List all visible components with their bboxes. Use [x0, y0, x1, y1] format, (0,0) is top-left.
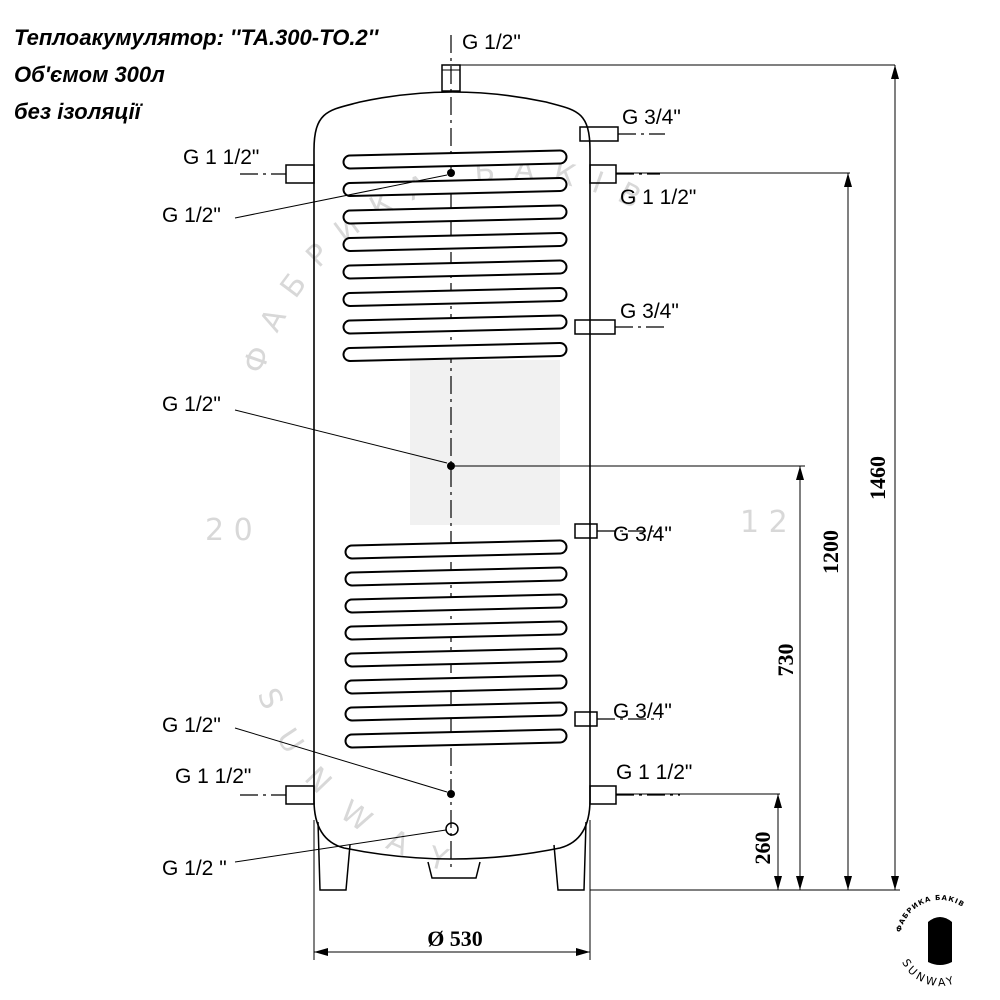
- upper-coil-tube-inner: [344, 316, 566, 333]
- upper-coil-tube-inner: [344, 344, 566, 360]
- dim-label-730: 730: [773, 644, 798, 677]
- tank-body: [313, 91, 591, 860]
- title-product: Теплоакумулятор: ''ТА.300-ТО.2'': [14, 25, 379, 50]
- watermark-tank-silhouette: [410, 360, 560, 525]
- logo-tank-icon: [928, 917, 952, 965]
- upper-coil-tube-inner: [344, 179, 566, 195]
- title-insulation: без ізоляції: [14, 99, 141, 124]
- dim-total-height: [891, 65, 899, 890]
- lower-right-port: [589, 785, 680, 805]
- title-volume: Об'ємом 300л: [14, 62, 165, 87]
- lower-coil-outlet: [574, 711, 660, 727]
- brand-logo: ФАБРИКА БАКІВ SUNWAY: [895, 894, 965, 990]
- label-lower-left-port: G 1 1/2": [175, 765, 251, 788]
- lower-coil-tube-inner: [346, 595, 566, 612]
- lower-heat-exchanger-coil: [344, 539, 568, 749]
- watermark-year-left: 2 0: [205, 513, 253, 548]
- lower-left-port: [240, 785, 315, 805]
- lower-coil-tube-inner: [346, 703, 566, 720]
- upper-coil-inlet: [579, 126, 665, 142]
- dim-label-1200: 1200: [818, 530, 843, 574]
- label-upper-coil-in: G 3/4": [622, 106, 681, 129]
- dim-lower-port-height: [774, 794, 782, 890]
- dim-middle-height: [796, 466, 804, 890]
- upper-coil-tube-inner: [344, 151, 566, 168]
- dim-upper-port-height: [844, 173, 852, 890]
- lower-sensor-point: [234, 727, 455, 798]
- upper-coil-tube-inner: [344, 234, 566, 250]
- lower-coil-tube-inner: [346, 568, 566, 585]
- label-lower-right-port: G 1 1/2": [616, 761, 692, 784]
- dim-diameter: [313, 820, 591, 960]
- upper-coil-tube-inner: [344, 261, 566, 278]
- upper-left-port: [240, 164, 315, 184]
- upper-coil-tube-inner: [344, 206, 566, 223]
- drain-point: [234, 822, 459, 863]
- upper-coil-outlet: [574, 319, 665, 335]
- upper-right-port: [589, 164, 660, 184]
- label-top-outlet: G 1/2": [462, 31, 521, 54]
- label-upper-left-port: G 1 1/2": [183, 146, 259, 169]
- middle-sensor-point: [234, 409, 805, 470]
- lower-coil-tube-inner: [346, 622, 566, 639]
- lower-coil-tube-inner: [346, 649, 566, 666]
- upper-heat-exchanger-coil: [342, 149, 568, 362]
- label-upper-right-port: G 1 1/2": [620, 186, 696, 209]
- label-upper-sensor: G 1/2": [162, 204, 221, 227]
- dim-label-260: 260: [750, 832, 775, 865]
- upper-coil-tube-inner: [344, 289, 566, 305]
- watermark-year-right: 1 2: [740, 505, 788, 540]
- lower-coil-inlet: [574, 523, 660, 539]
- label-upper-coil-out: G 3/4": [620, 300, 679, 323]
- label-drain: G 1/2 ": [162, 857, 227, 880]
- tank-legs: [317, 821, 587, 891]
- lower-coil-tube-inner: [346, 676, 566, 693]
- dim-label-total: 1460: [865, 456, 890, 500]
- label-lower-sensor: G 1/2": [162, 714, 221, 737]
- label-lower-coil-out: G 3/4": [613, 700, 672, 723]
- lower-coil-tube-inner: [346, 541, 566, 558]
- dim-label-diameter: Ø 530: [427, 926, 483, 951]
- label-lower-coil-in: G 3/4": [613, 523, 672, 546]
- upper-sensor-point: [234, 169, 455, 219]
- lower-coil-tube-inner: [346, 730, 566, 747]
- label-middle-sensor: G 1/2": [162, 393, 221, 416]
